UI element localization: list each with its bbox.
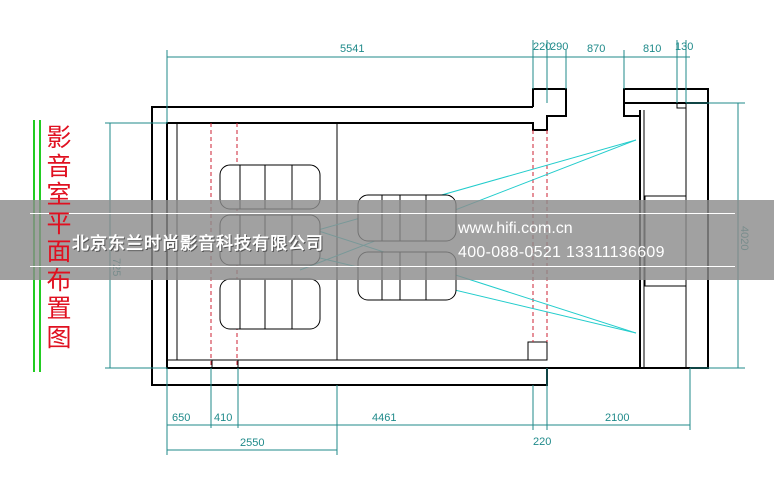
watermark-company: 北京东兰时尚影音科技有限公司 bbox=[72, 234, 324, 254]
dim-label: 130 bbox=[675, 41, 693, 53]
dim-label: 5541 bbox=[340, 43, 364, 55]
dim-label: 410 bbox=[214, 412, 232, 424]
dim-label: 220 bbox=[533, 436, 551, 448]
watermark-banner bbox=[0, 200, 774, 280]
dim-label: 220 bbox=[533, 41, 551, 53]
divider bbox=[30, 266, 735, 267]
dim-label: 290 bbox=[550, 41, 568, 53]
divider bbox=[30, 213, 735, 214]
watermark-website: www.hifi.com.cn bbox=[458, 220, 573, 237]
drawing-title: 影音室平面布置图 bbox=[46, 123, 72, 352]
dim-label: 810 bbox=[643, 43, 661, 55]
dim-label: 870 bbox=[587, 43, 605, 55]
dim-label: 2550 bbox=[240, 437, 264, 449]
watermark-phone: 400-088-0521 13311136609 bbox=[458, 244, 665, 261]
dim-label: 650 bbox=[172, 412, 190, 424]
dim-label: 2100 bbox=[605, 412, 629, 424]
dim-label: 4461 bbox=[372, 412, 396, 424]
